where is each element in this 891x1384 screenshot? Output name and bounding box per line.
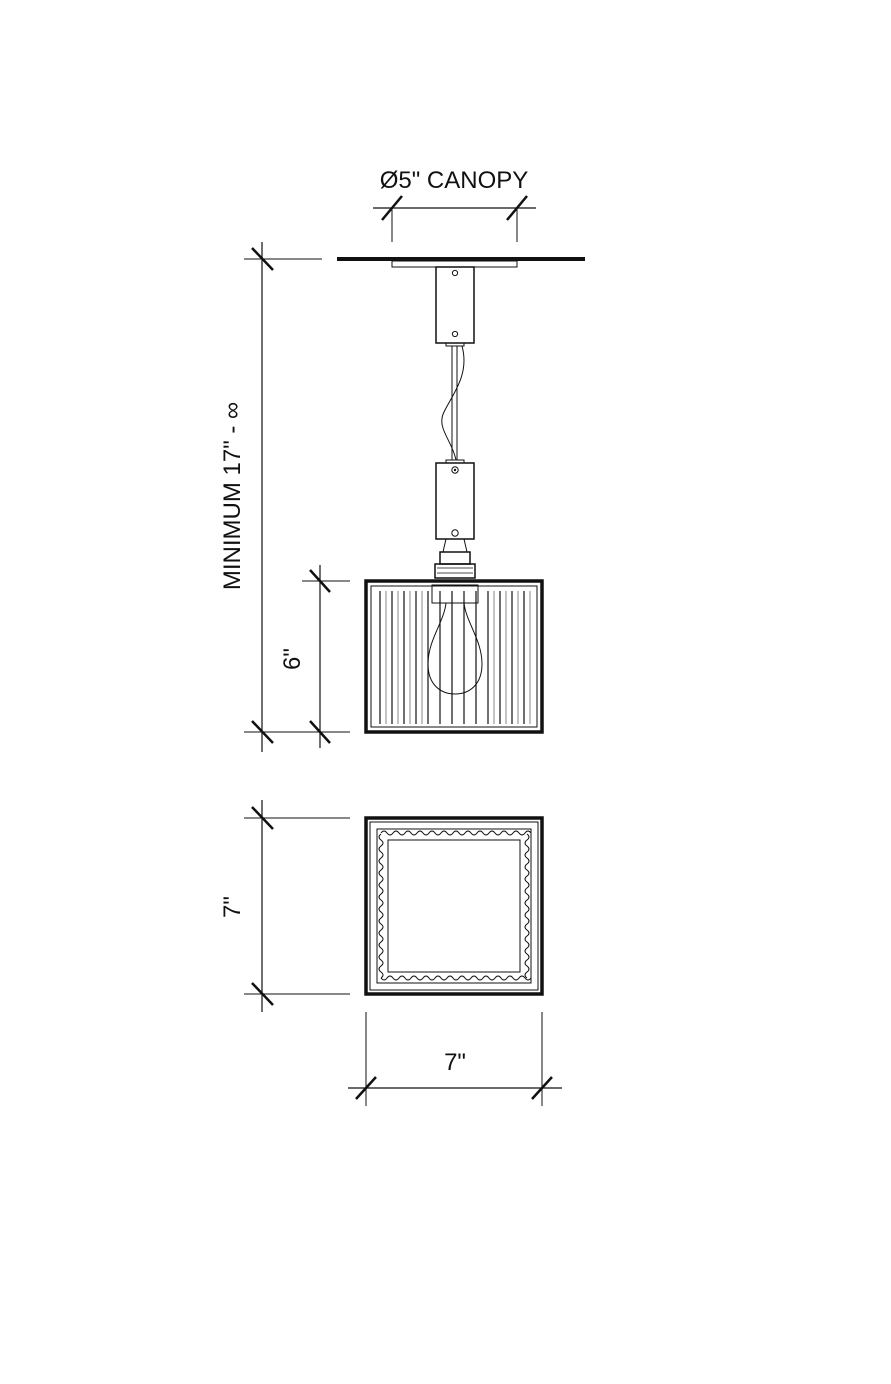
shade-height-dimension: 6" — [279, 565, 350, 748]
plan-width-dimension: 7" — [348, 1012, 562, 1106]
socket — [434, 551, 476, 579]
plan-width-label: 7" — [444, 1049, 466, 1076]
cord — [441, 345, 465, 461]
overall-height-dimension: MINIMUM 17" - ∞ — [219, 242, 350, 752]
plan-slat-pattern — [378, 830, 532, 981]
bulb — [427, 584, 483, 695]
shade-plan-view — [364, 816, 544, 996]
upper-connector — [435, 266, 475, 347]
shade-slats — [379, 591, 531, 724]
plan-depth-label: 7" — [219, 896, 246, 918]
canopy-dimension: Ø5" CANOPY — [373, 167, 536, 242]
ceiling-canopy — [337, 257, 585, 268]
canopy-label: Ø5" CANOPY — [380, 167, 529, 194]
overall-height-label: MINIMUM 17" - ∞ — [219, 402, 246, 590]
plan-depth-dimension: 7" — [219, 800, 350, 1012]
shade-elevation — [364, 579, 544, 734]
lower-connector — [435, 459, 475, 553]
shade-height-label: 6" — [279, 648, 306, 670]
